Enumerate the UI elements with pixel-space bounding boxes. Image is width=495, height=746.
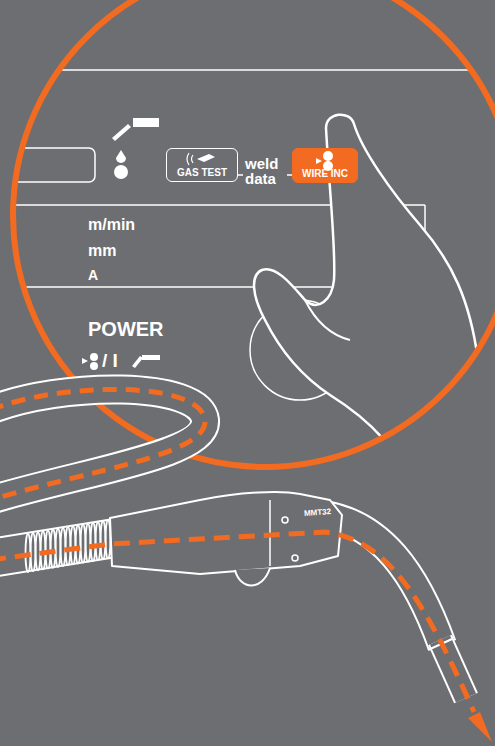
trigger bbox=[235, 568, 270, 586]
wire-path bbox=[0, 532, 474, 712]
power-mode-label: / I bbox=[102, 350, 118, 371]
button-label: WIRE INC bbox=[293, 168, 357, 179]
button-label: GAS TEST bbox=[167, 167, 237, 178]
torch-model: MMT32 bbox=[304, 507, 332, 519]
wire-arrow bbox=[468, 712, 492, 742]
unit-label: mm bbox=[88, 242, 116, 260]
edge-label: weld data bbox=[243, 156, 287, 186]
panel-label: POWER bbox=[88, 318, 164, 340]
power-icons bbox=[82, 353, 160, 370]
wire-inc-button: WIRE INC bbox=[292, 148, 358, 183]
gas-test-button: GAS TEST bbox=[166, 148, 238, 182]
torch-neck bbox=[325, 515, 466, 698]
torch-handle bbox=[110, 492, 342, 574]
unit-label: A bbox=[88, 267, 98, 283]
unit-label: m/min bbox=[88, 216, 135, 234]
purge-icon bbox=[112, 118, 159, 179]
pointing-hand bbox=[254, 115, 495, 746]
panel-view bbox=[0, 70, 495, 746]
